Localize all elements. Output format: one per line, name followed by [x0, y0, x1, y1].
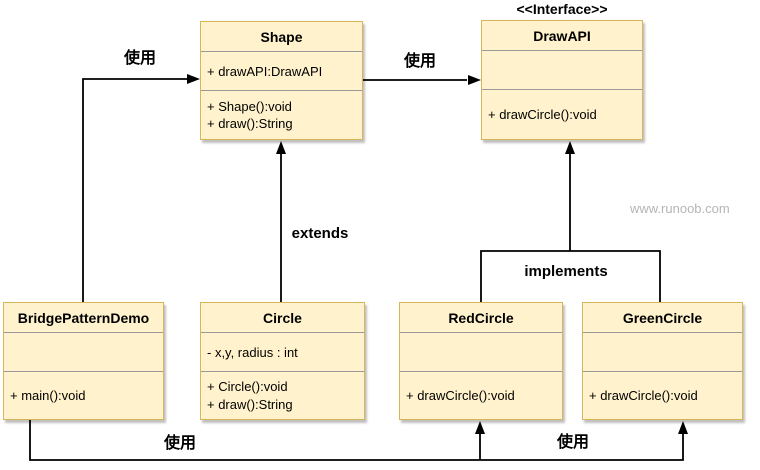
class-methods-drawapi: + drawCircle():void — [482, 89, 642, 139]
class-methods-greencircle: + drawCircle():void — [583, 371, 742, 419]
arrow-use-demo-to-shape — [82, 74, 200, 302]
class-attributes-circle: - x,y, radius : int — [201, 332, 364, 371]
method-line: + drawCircle():void — [406, 387, 515, 403]
edge-label-use-bottom-left: 使用 — [161, 429, 199, 453]
class-box-circle: Circle - x,y, radius : int + Circle():vo… — [200, 302, 365, 420]
class-methods-circle: + Circle():void + draw():String — [201, 371, 364, 419]
class-box-greencircle: GreenCircle + drawCircle():void — [582, 302, 743, 420]
class-methods-shape: + Shape():void + draw():String — [201, 90, 362, 139]
edge-label-extends: extends — [289, 225, 351, 242]
arrowhead-up-icon — [475, 421, 485, 434]
arrowhead-up-icon — [565, 141, 575, 154]
edge-label-implements: implements — [522, 263, 610, 280]
arrow-extends-circle-to-shape — [276, 141, 286, 302]
arrowhead-up-icon — [276, 141, 286, 154]
class-title-redcircle: RedCircle — [448, 309, 514, 326]
class-title-shape: Shape — [260, 28, 303, 45]
class-attributes-shape: + drawAPI:DrawAPI — [201, 51, 362, 90]
arrow-use-shape-to-drawapi — [363, 75, 481, 85]
class-box-drawapi: DrawAPI + drawCircle():void — [481, 20, 643, 140]
method-line: + main():void — [10, 387, 86, 403]
attribute-line: - x,y, radius : int — [207, 344, 298, 360]
attribute-line: + drawAPI:DrawAPI — [207, 63, 323, 79]
class-methods-redcircle: + drawCircle():void — [400, 371, 562, 419]
drawapi-stereotype-label: <<Interface>> — [516, 1, 608, 17]
arrowhead-up-icon — [678, 421, 688, 434]
method-line: + Shape():void — [207, 98, 292, 114]
edge-label-use-bottom-right: 使用 — [554, 428, 592, 452]
class-box-shape: Shape + drawAPI:DrawAPI + Shape():void +… — [200, 21, 363, 140]
class-attributes-bridgepatterndemo — [4, 332, 163, 371]
method-line: + draw():String — [207, 396, 293, 412]
class-attributes-drawapi — [482, 50, 642, 89]
class-title-drawapi: DrawAPI — [533, 27, 591, 44]
method-line: + draw():String — [207, 116, 293, 131]
arrowhead-right-icon — [468, 75, 481, 85]
class-box-redcircle: RedCircle + drawCircle():void — [399, 302, 563, 420]
edge-label-use-demo-to-shape: 使用 — [121, 44, 159, 68]
class-methods-bridgepatterndemo: + main():void — [4, 371, 163, 419]
class-title-bridgepatterndemo: BridgePatternDemo — [17, 309, 150, 326]
class-title-circle: Circle — [263, 309, 302, 326]
class-box-bridgepatterndemo: BridgePatternDemo + main():void — [3, 302, 164, 420]
class-title-greencircle: GreenCircle — [622, 309, 703, 326]
method-line: + drawCircle():void — [589, 387, 698, 403]
arrowhead-right-icon — [187, 74, 200, 84]
class-attributes-redcircle — [400, 332, 562, 371]
class-attributes-greencircle — [583, 332, 742, 371]
edge-label-use-shape-to-drawapi: 使用 — [401, 47, 439, 71]
method-line: + drawCircle():void — [488, 106, 597, 122]
method-line: + Circle():void — [207, 379, 288, 395]
watermark-text: www.runoob.com — [630, 201, 730, 216]
